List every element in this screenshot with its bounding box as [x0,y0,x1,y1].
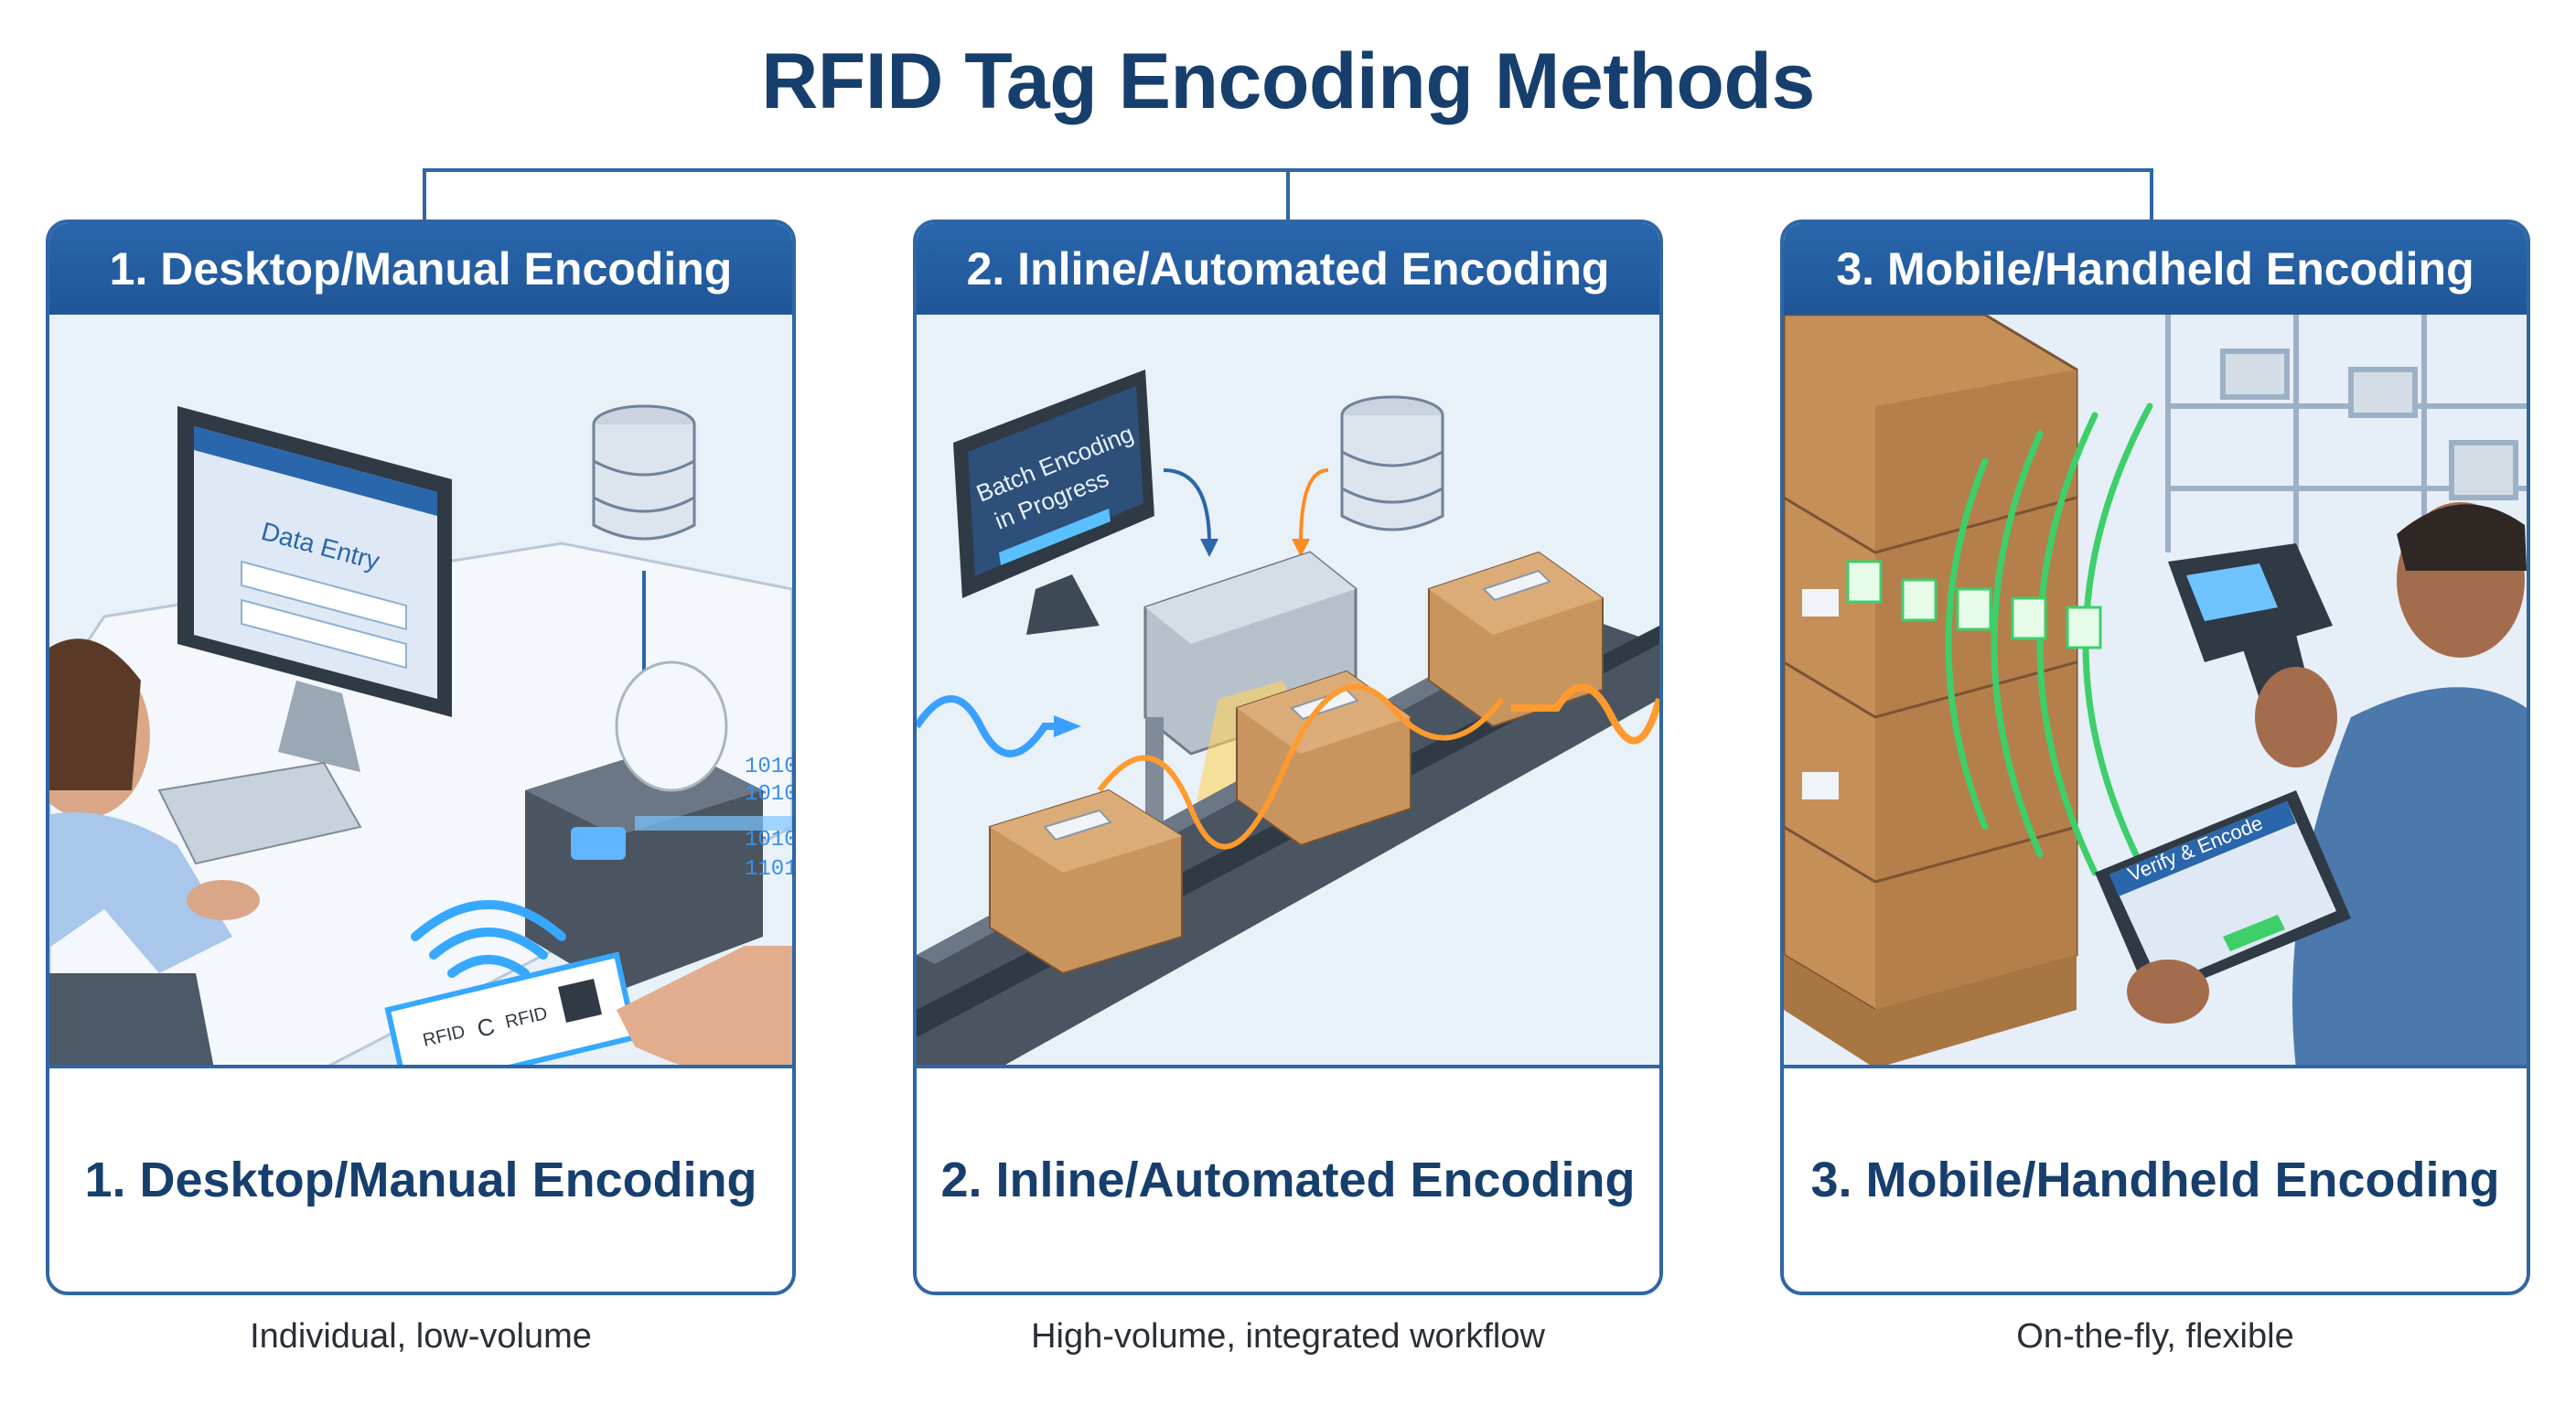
worker-icon [2292,502,2527,1068]
handheld-scanner-icon [2168,543,2337,767]
hand-icon [617,946,792,1068]
data-document-icons [1846,560,2102,649]
caption-inline: High-volume, integrated workflow [1031,1317,1545,1356]
batch-monitor-icon: Batch Encoding in Progress [953,370,1154,635]
package-box-icon [1428,551,1604,728]
mobile-encoding-scene: Verify & Encode [1784,315,2527,1068]
computer-monitor-icon: Data Entry [177,406,452,772]
orange-signal-wave [1097,683,1505,850]
panel-1-header: 1. Desktop/Manual Encoding [49,223,792,315]
panel-inline-encoding: 2. Inline/Automated Encoding Batch Encod… [913,220,1663,1295]
person-at-desk-icon [49,638,260,1068]
bits-line-4: 11010101 1110111 [745,857,792,882]
inline-encoding-scene: Batch Encoding in Progress [917,315,1659,1068]
pallet-boxes-icon [1784,315,2078,1068]
panel-3-footer: 3. Mobile/Handheld Encoding [1784,1065,2527,1292]
warehouse-shelves [2165,315,2527,589]
caption-mobile: On-the-fly, flexible [2016,1317,2294,1356]
caption-desktop: Individual, low-volume [250,1317,592,1356]
progress-bar [999,509,1111,565]
wireless-signal-icon [411,900,566,978]
rfid-printer-icon [505,660,763,1057]
panel-2-header: 2. Inline/Automated Encoding [917,223,1659,315]
database-icon [1340,395,1444,531]
panel-3-header: 3. Mobile/Handheld Encoding [1784,223,2527,315]
database-icon [592,404,696,541]
package-box-icon [989,788,1183,975]
panel-1-footer: 1. Desktop/Manual Encoding [49,1065,792,1292]
keyboard-icon [157,761,362,865]
panel-2-footer: 2. Inline/Automated Encoding [917,1065,1659,1292]
panel-mobile-encoding: 3. Mobile/Handheld Encoding [1780,220,2530,1295]
encode-button[interactable] [2223,915,2285,951]
page-title: RFID Tag Encoding Methods [761,38,1815,125]
tree-connector [423,168,2153,220]
panel-desktop-encoding: 1. Desktop/Manual Encoding Data Entry [46,220,796,1295]
desktop-encoding-scene: Data Entry [49,315,792,1068]
blue-signal-wave [917,695,1063,757]
